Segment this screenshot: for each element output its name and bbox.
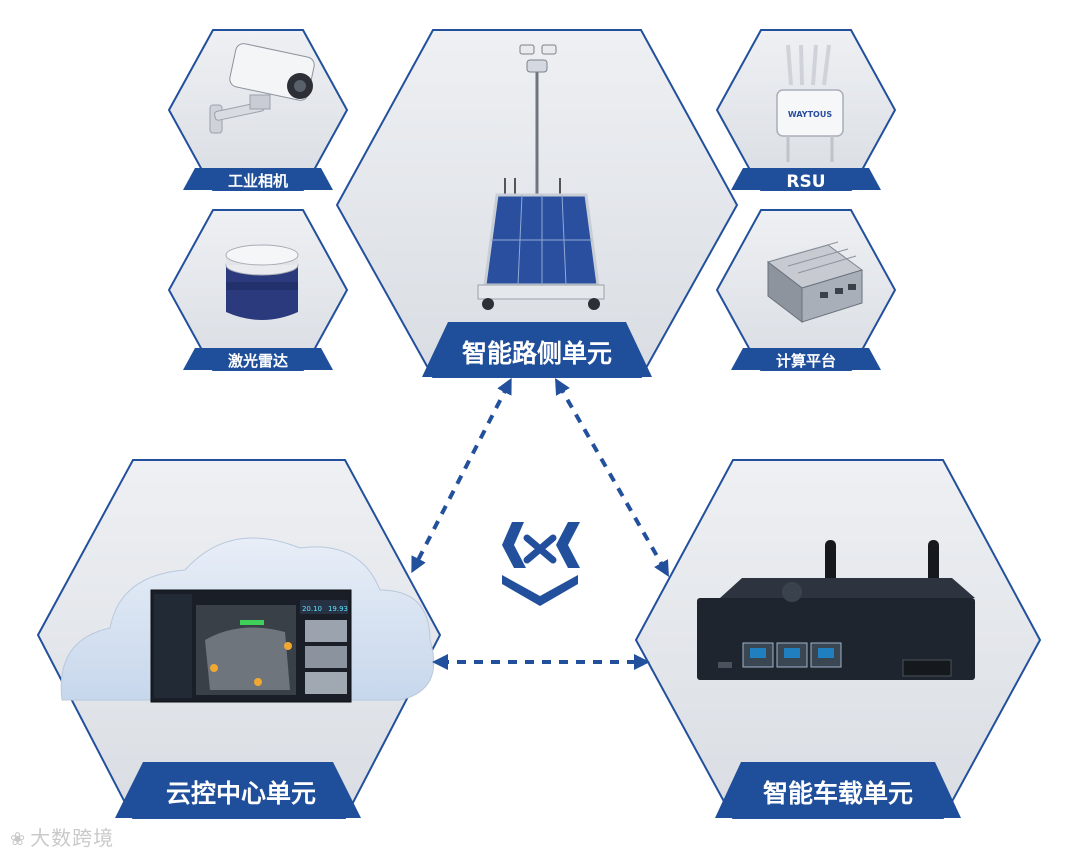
chat-bubble-icon: ❀: [10, 829, 26, 850]
roadside-label: 智能路侧单元: [462, 339, 612, 368]
node-rsu: WAYTOUS RSU: [717, 30, 895, 192]
cloud-label: 云控中心单元: [166, 779, 316, 808]
lidar-label: 激光雷达: [228, 352, 288, 370]
dashboard-screen: 20.10 19.93: [151, 590, 351, 702]
watermark-text: 大数跨境: [30, 826, 114, 850]
node-camera: 工业相机: [169, 30, 347, 190]
compute-label: 计算平台: [776, 352, 836, 370]
screen-value-2: 19.93: [328, 605, 348, 613]
vehicle-label: 智能车载单元: [763, 779, 913, 808]
lidar-icon: [226, 245, 298, 320]
node-compute: 计算平台: [717, 210, 895, 370]
node-vehicle: 智能车载单元: [636, 460, 1040, 818]
exchange-logo-icon: [488, 510, 592, 622]
rsu-device-text: WAYTOUS: [788, 110, 832, 119]
node-lidar: 激光雷达: [169, 210, 347, 370]
node-cloud: 20.10 19.93 云控中心单元: [38, 460, 440, 818]
node-roadside: 智能路侧单元: [337, 30, 737, 377]
screen-value-1: 20.10: [302, 605, 322, 613]
watermark: ❀大数跨境: [10, 822, 114, 851]
camera-label: 工业相机: [228, 172, 288, 190]
rsu-label: RSU: [786, 172, 825, 192]
